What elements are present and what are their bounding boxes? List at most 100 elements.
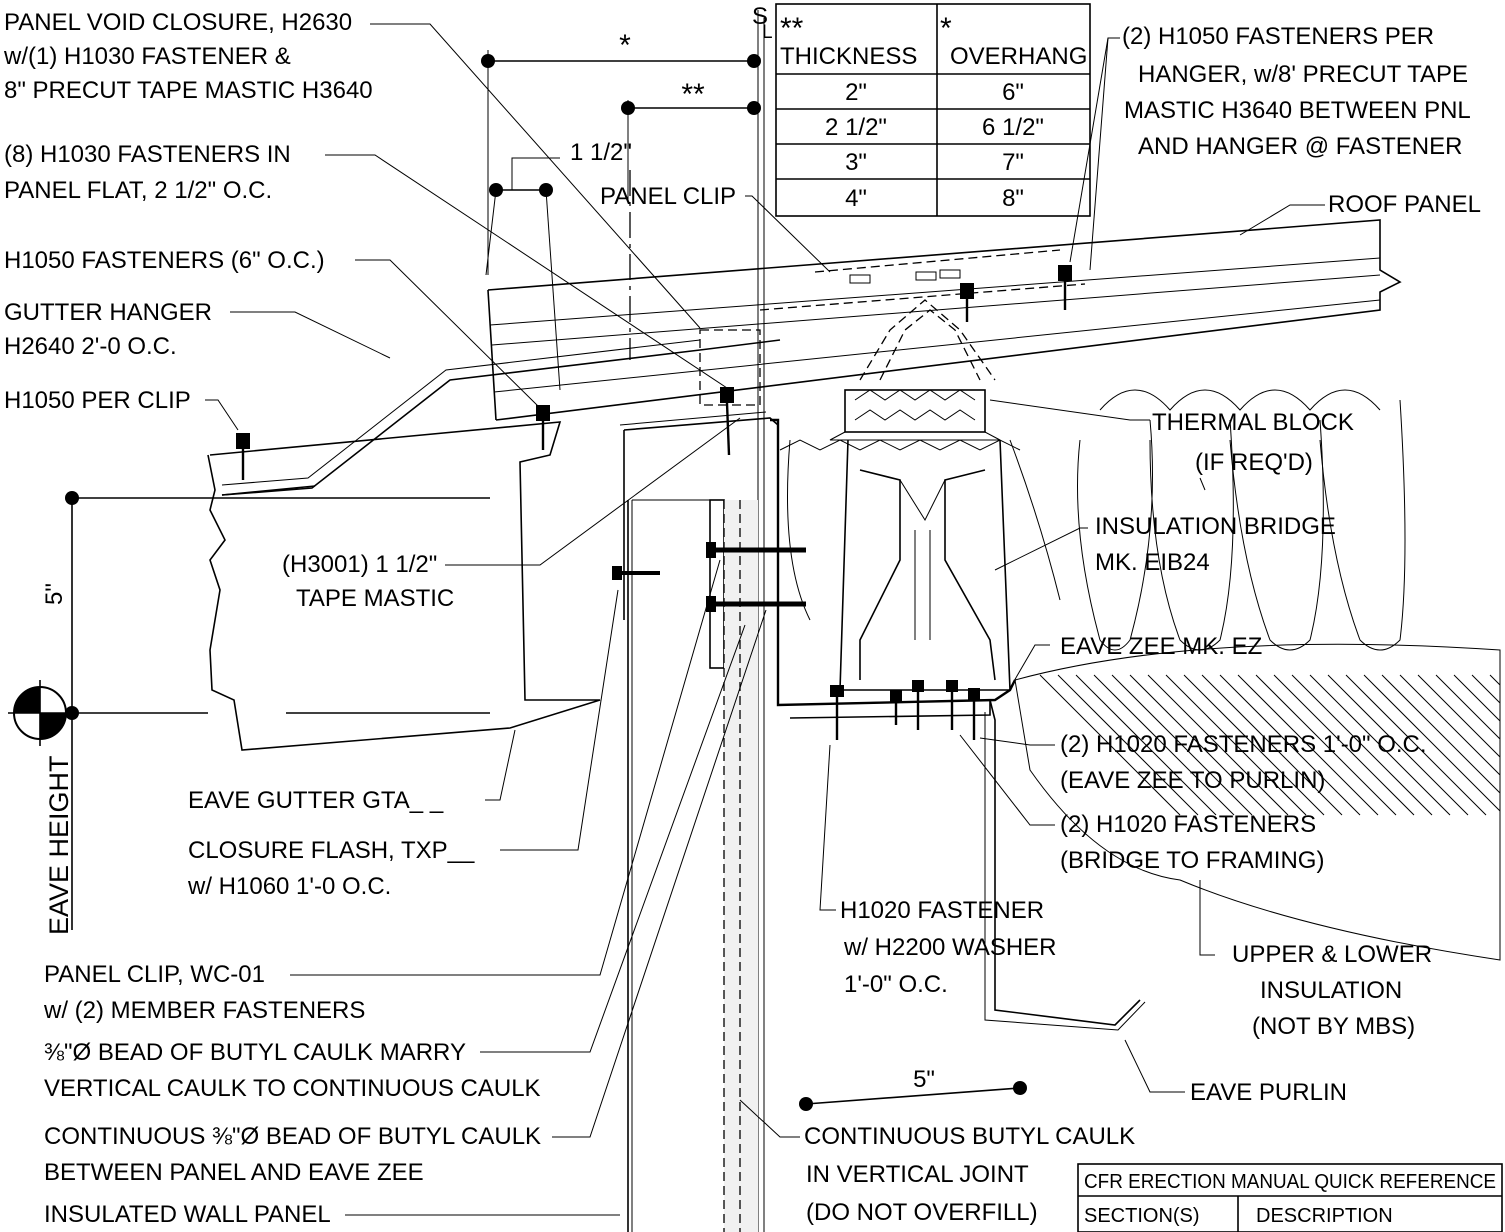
table-cell: 2 1/2" — [825, 114, 887, 141]
quick-reference-col-description: DESCRIPTION — [1256, 1205, 1393, 1227]
fastener-icon — [720, 387, 734, 456]
label-h1020-bridge-1: (2) H1020 FASTENERS — [1060, 811, 1316, 838]
fastener-icon — [968, 688, 980, 740]
hatch-line — [1183, 674, 1325, 816]
eave-gutter — [207, 339, 781, 751]
label-panel-void-3: 8" PRECUT TAPE MASTIC H3640 — [4, 77, 373, 104]
hatch-line — [1327, 674, 1469, 816]
hatch-line — [1129, 674, 1271, 816]
label-h1050-hanger-3: MASTIC H3640 BETWEEN PNL — [1124, 97, 1471, 124]
centerline-symbol: S — [752, 3, 768, 30]
fastener-icon — [1058, 265, 1072, 310]
label-h1020-washer-1: H1020 FASTENER — [840, 897, 1044, 924]
table-cell: 2" — [845, 79, 867, 106]
fastener-icon — [706, 542, 806, 558]
label-butyl-continuous-1: CONTINUOUS ⅜"Ø BEAD OF BUTYL CAULK — [44, 1123, 541, 1150]
quick-reference-table: CFR ERECTION MANUAL QUICK REFERENCE SECT… — [1077, 1163, 1503, 1232]
fastener-icon — [612, 566, 660, 580]
centerline-sub: L — [762, 22, 773, 43]
label-h1050-hanger-4: AND HANGER @ FASTENER — [1138, 133, 1462, 160]
hatch-line — [1111, 674, 1253, 816]
label-insulation-1: UPPER & LOWER — [1232, 941, 1432, 968]
roof-panel — [487, 219, 1402, 421]
label-h1050-hanger-2: HANGER, w/8' PRECUT TAPE — [1138, 61, 1468, 88]
label-h1020-washer-3: 1'-0" O.C. — [844, 971, 948, 998]
table-col-thickness: THICKNESS — [780, 43, 917, 70]
hatch-line — [1165, 674, 1307, 816]
table-star1-mark: * — [940, 12, 952, 45]
hatch-line — [1147, 674, 1289, 816]
eave-height-benchmark-icon — [8, 680, 72, 746]
label-tape-mastic-2: TAPE MASTIC — [296, 585, 454, 612]
label-closure-flash-2: w/ H1060 1'-0 O.C. — [187, 873, 391, 900]
label-insulation-2: INSULATION — [1260, 977, 1402, 1004]
panel-clip — [849, 269, 996, 381]
hatch-line — [1057, 674, 1199, 816]
fastener-icon — [830, 685, 844, 740]
hatch-line — [1219, 674, 1361, 816]
label-eave-purlin: EAVE PURLIN — [1190, 1079, 1347, 1106]
quick-reference-title: CFR ERECTION MANUAL QUICK REFERENCE — [1084, 1171, 1496, 1193]
hatch-line — [1489, 674, 1501, 686]
five-inch-bottom-dim: 5" — [913, 1066, 935, 1093]
one-half-inch-dim: 1 1/2" — [570, 139, 632, 166]
label-tape-mastic-1: (H3001) 1 1/2" — [282, 551, 437, 578]
leader-lines — [205, 23, 1325, 1216]
fastener-icon — [946, 680, 958, 730]
fastener-icon — [960, 283, 974, 322]
label-butyl-marry-1: ⅜"Ø BEAD OF BUTYL CAULK MARRY — [44, 1039, 466, 1066]
hatch-line — [1435, 674, 1501, 740]
lower-insulation-hatch — [1014, 643, 1501, 961]
label-roof-panel: ROOF PANEL — [1328, 191, 1481, 218]
thickness-overhang-table: ** * THICKNESS OVERHANG 2" 6" 2 1/2" 6 1… — [775, 3, 1091, 217]
table-cell: 6 1/2" — [982, 114, 1044, 141]
fastener-icon — [706, 596, 806, 612]
hatch-line — [1201, 674, 1343, 816]
table-cell: 6" — [1002, 79, 1024, 106]
label-thermal-block-2: (IF REQ'D) — [1195, 449, 1313, 476]
label-h1050-hanger-1: (2) H1050 FASTENERS PER — [1122, 23, 1434, 50]
table-star2-mark: ** — [780, 12, 804, 45]
thermal-block — [829, 389, 1001, 441]
hatch-line — [1075, 674, 1217, 816]
label-butyl-marry-2: VERTICAL CAULK TO CONTINUOUS CAULK — [44, 1075, 541, 1102]
hatch-line — [1381, 674, 1501, 794]
label-panel-void-2: w/(1) H1030 FASTENER & — [3, 43, 291, 70]
hatch-line — [1417, 674, 1501, 758]
hatch-line — [1309, 674, 1451, 816]
hatch-line — [1237, 674, 1379, 816]
fastener-icon — [912, 680, 924, 730]
hatch-line — [1399, 674, 1501, 776]
label-gutter-hanger-1: GUTTER HANGER — [4, 299, 212, 326]
hatch-line — [1093, 674, 1235, 816]
table-cell: 4" — [845, 185, 867, 212]
table-cell: 7" — [1002, 149, 1024, 176]
fastener-icon — [236, 433, 250, 480]
eave-height-label: EAVE HEIGHT — [44, 755, 74, 935]
hatch-line — [1345, 674, 1487, 816]
thickness-dim-mark: ** — [681, 78, 705, 111]
label-panel-void-1: PANEL VOID CLOSURE, H2630 — [4, 9, 352, 36]
label-h1020-zee-2: (EAVE ZEE TO PURLIN) — [1060, 767, 1325, 794]
eave-zee — [770, 418, 1146, 1031]
label-insulated-wall: INSULATED WALL PANEL — [44, 1201, 331, 1228]
hatch-line — [1039, 674, 1181, 816]
label-eave-zee: EAVE ZEE MK. EZ — [1060, 633, 1262, 660]
label-h1020-washer-2: w/ H2200 WASHER — [843, 934, 1057, 961]
dimension-lines: * ** S L 1 1/2" 5" — [8, 3, 1027, 1232]
fastener-icon — [536, 405, 550, 450]
fasteners — [236, 265, 1072, 740]
label-panel-clip: PANEL CLIP — [600, 183, 736, 210]
label-h1050-clip: H1050 PER CLIP — [4, 387, 191, 414]
label-panel-clip-wc-1: PANEL CLIP, WC-01 — [44, 961, 265, 988]
annotation-labels: PANEL VOID CLOSURE, H2630 w/(1) H1030 FA… — [3, 9, 1481, 1228]
hatch-line — [1291, 674, 1433, 816]
upper-insulation — [779, 389, 1406, 651]
hatch-line — [1471, 674, 1501, 704]
label-h1020-zee-1: (2) H1020 FASTENERS 1'-0" O.C. — [1060, 731, 1427, 758]
label-insulation-bridge-1: INSULATION BRIDGE — [1095, 513, 1336, 540]
hatch-line — [1453, 674, 1501, 722]
insulated-wall-panel — [619, 411, 779, 1232]
table-col-overhang: OVERHANG — [950, 43, 1087, 70]
